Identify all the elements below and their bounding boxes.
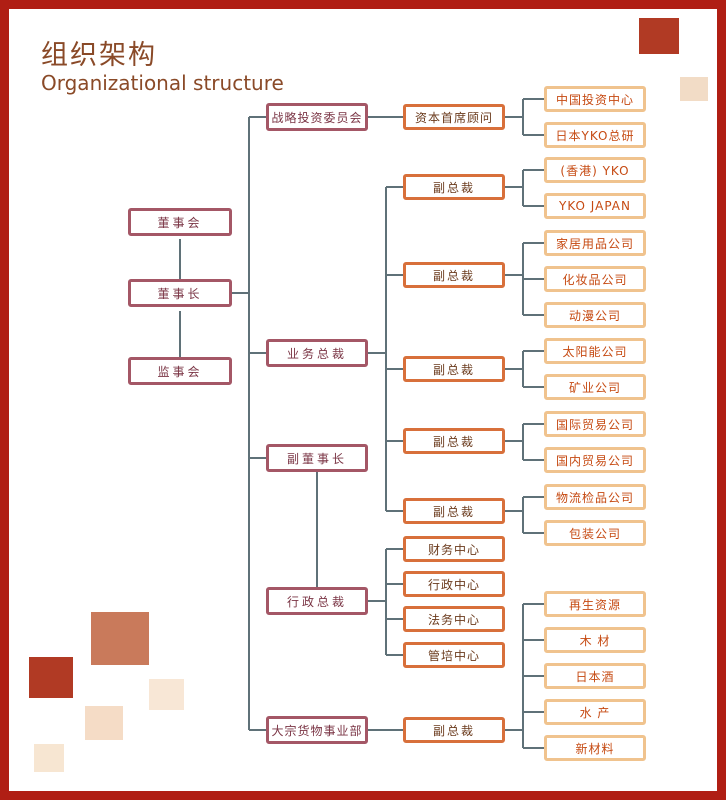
vp-box: 副总裁 (403, 498, 505, 524)
board-of-supervisors-box: 监事会 (128, 357, 232, 385)
commodity-division-box: 大宗货物事业部 (266, 716, 368, 744)
strategy-committee-box: 战略投资委员会 (266, 103, 368, 131)
decorative-square (91, 612, 149, 665)
decorative-square (639, 18, 679, 54)
unit-box: 矿业公司 (544, 374, 646, 400)
vp-box: 副总裁 (403, 262, 505, 288)
training-center-box: 管培中心 (403, 642, 505, 668)
vp-box: 副总裁 (403, 428, 505, 454)
vp-box: 副总裁 (403, 174, 505, 200)
capital-advisor-box: 资本首席顾问 (403, 104, 505, 130)
unit-box: 国内贸易公司 (544, 447, 646, 473)
unit-box: 家居用品公司 (544, 230, 646, 256)
unit-box: 化妆品公司 (544, 266, 646, 292)
vice-chairman-box: 副董事长 (266, 444, 368, 472)
unit-box: 新材料 (544, 735, 646, 761)
vp-box: 副总裁 (403, 356, 505, 382)
business-president-box: 业务总裁 (266, 339, 368, 367)
unit-box: 木 材 (544, 627, 646, 653)
connector-lines (179, 98, 544, 749)
decorative-square (29, 657, 73, 698)
decorative-square (34, 744, 64, 772)
unit-box: 太阳能公司 (544, 338, 646, 364)
unit-box: 再生资源 (544, 591, 646, 617)
page-subtitle: Organizational structure (41, 71, 284, 95)
board-of-directors-box: 董事会 (128, 208, 232, 236)
unit-box: (香港) YKO (544, 157, 646, 183)
unit-box: 日本酒 (544, 663, 646, 689)
unit-box: YKO JAPAN (544, 193, 646, 219)
decorative-square (85, 706, 123, 740)
admin-president-box: 行政总裁 (266, 587, 368, 615)
legal-center-box: 法务中心 (403, 606, 505, 632)
unit-box: 中国投资中心 (544, 86, 646, 112)
unit-box: 日本YKO总研 (544, 122, 646, 148)
decorative-square (149, 679, 184, 710)
unit-box: 包装公司 (544, 520, 646, 546)
unit-box: 国际贸易公司 (544, 411, 646, 437)
admin-center-box: 行政中心 (403, 571, 505, 597)
unit-box: 物流检品公司 (544, 484, 646, 510)
decorative-square (680, 77, 708, 101)
unit-box: 水 产 (544, 699, 646, 725)
finance-center-box: 财务中心 (403, 536, 505, 562)
page-title: 组织架构 (41, 40, 157, 71)
unit-box: 动漫公司 (544, 302, 646, 328)
vp-box: 副总裁 (403, 717, 505, 743)
chairman-box: 董事长 (128, 279, 232, 307)
